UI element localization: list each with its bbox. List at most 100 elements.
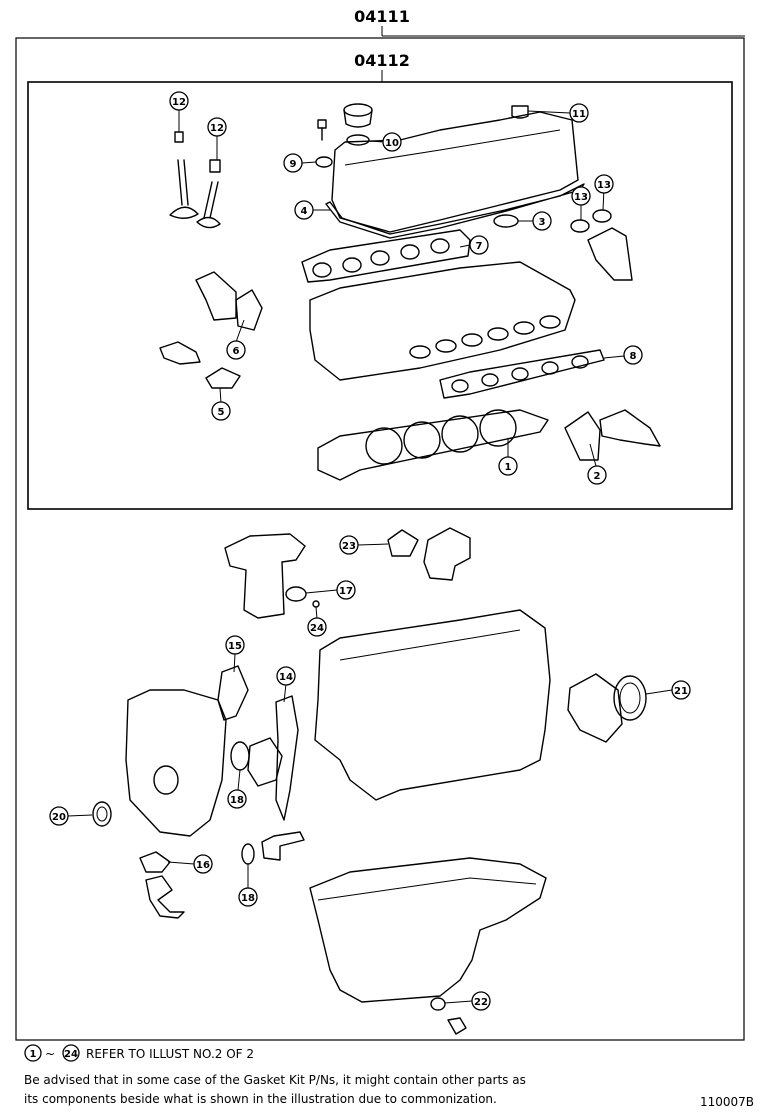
inlet-small-seal-24 bbox=[312, 600, 320, 608]
callout-10: 10 bbox=[382, 132, 402, 152]
grommet-9 bbox=[315, 156, 333, 168]
callout-18a: 18 bbox=[227, 789, 247, 809]
figure-code: 110007B bbox=[700, 1095, 754, 1109]
cylinder-block bbox=[314, 609, 551, 801]
legend-range: 1 ~ 24 REFER TO ILLUST NO.2 OF 2 bbox=[24, 1044, 254, 1062]
filler-gasket bbox=[346, 134, 370, 146]
svg-text:15: 15 bbox=[228, 641, 242, 652]
callout-24: 24 bbox=[307, 617, 327, 637]
timing-gasket-14 bbox=[275, 695, 299, 821]
callout-1: 1 bbox=[498, 456, 518, 476]
svg-text:1: 1 bbox=[505, 462, 512, 473]
callout-13a: 13 bbox=[571, 186, 591, 206]
inner-kit-frame bbox=[27, 81, 733, 510]
intake-valve bbox=[169, 131, 199, 219]
legend-range-sep: ~ bbox=[45, 1047, 55, 1061]
svg-text:18: 18 bbox=[230, 795, 244, 806]
leader-lines bbox=[67, 110, 673, 1004]
exhaust-ring-left bbox=[570, 219, 590, 233]
callout-21: 21 bbox=[671, 680, 691, 700]
water-outlet bbox=[599, 409, 661, 447]
callout-8: 8 bbox=[623, 345, 643, 365]
sensor-body bbox=[159, 341, 201, 365]
oil-filler-cap bbox=[343, 103, 373, 128]
thermostat-housing bbox=[195, 271, 237, 321]
svg-text:6: 6 bbox=[233, 346, 240, 357]
grommet-3 bbox=[493, 214, 519, 228]
svg-text:8: 8 bbox=[630, 351, 637, 362]
callout-13b: 13 bbox=[594, 174, 614, 194]
callout-7: 7 bbox=[469, 235, 489, 255]
svg-text:7: 7 bbox=[476, 241, 483, 252]
pump-gasket-23 bbox=[387, 529, 419, 557]
outer-kit-number: 04111 bbox=[354, 7, 410, 26]
callout-22: 22 bbox=[471, 991, 491, 1011]
svg-text:4: 4 bbox=[301, 206, 308, 217]
svg-text:5: 5 bbox=[218, 407, 225, 418]
callout-15: 15 bbox=[225, 635, 245, 655]
drain-plug-gasket bbox=[430, 997, 446, 1011]
svg-text:13: 13 bbox=[574, 192, 588, 203]
legend-range-start: 1 bbox=[30, 1049, 37, 1060]
exhaust-ring-right bbox=[592, 209, 612, 223]
timing-cover bbox=[125, 689, 227, 837]
callout-14: 14 bbox=[276, 666, 296, 686]
cylinder-head bbox=[309, 261, 576, 381]
svg-text:3: 3 bbox=[539, 217, 546, 228]
advisory-line-2: its components beside what is shown in t… bbox=[24, 1092, 497, 1106]
sensor-gasket bbox=[205, 367, 241, 389]
inlet-o-ring-17 bbox=[285, 586, 307, 602]
svg-text:22: 22 bbox=[474, 997, 488, 1008]
svg-text:14: 14 bbox=[279, 672, 293, 683]
plug-seal-11 bbox=[511, 105, 529, 119]
svg-text:18: 18 bbox=[241, 893, 255, 904]
svg-text:12: 12 bbox=[210, 123, 224, 134]
svg-text:11: 11 bbox=[572, 109, 586, 120]
svg-text:17: 17 bbox=[339, 586, 353, 597]
exhaust-port-row bbox=[409, 315, 561, 359]
exhaust-pipe-flange bbox=[587, 227, 633, 281]
timing-gasket-15 bbox=[217, 665, 249, 721]
oil-strainer bbox=[145, 875, 185, 919]
callout-3: 3 bbox=[532, 211, 552, 231]
inner-kit-number: 04112 bbox=[354, 51, 410, 70]
callout-5: 5 bbox=[211, 401, 231, 421]
svg-text:16: 16 bbox=[196, 860, 210, 871]
svg-text:13: 13 bbox=[597, 180, 611, 191]
water-inlet-housing bbox=[224, 533, 306, 619]
exhaust-valve bbox=[196, 159, 221, 229]
svg-text:21: 21 bbox=[674, 686, 688, 697]
callout-9: 9 bbox=[283, 153, 303, 173]
svg-text:24: 24 bbox=[310, 623, 324, 634]
rear-oil-seal bbox=[613, 675, 647, 721]
svg-text:23: 23 bbox=[342, 541, 356, 552]
callout-18b: 18 bbox=[238, 887, 258, 907]
svg-text:20: 20 bbox=[52, 812, 66, 823]
pipe-gasket-19 bbox=[241, 843, 255, 865]
drain-plug bbox=[447, 1017, 467, 1035]
callout-17: 17 bbox=[336, 580, 356, 600]
svg-text:12: 12 bbox=[172, 97, 186, 108]
water-pump bbox=[247, 737, 283, 787]
water-pump-gasket bbox=[230, 741, 250, 771]
svg-text:10: 10 bbox=[385, 138, 399, 149]
strainer-gasket bbox=[139, 851, 171, 873]
water-outlet-gasket bbox=[564, 411, 601, 461]
legend-text: REFER TO ILLUST NO.2 OF 2 bbox=[86, 1047, 254, 1061]
oil-pan bbox=[309, 857, 547, 1003]
svg-text:9: 9 bbox=[290, 159, 297, 170]
callout-11: 11 bbox=[569, 103, 589, 123]
callout-6: 6 bbox=[226, 340, 246, 360]
callout-2: 2 bbox=[587, 465, 607, 485]
advisory-line-1: Be advised that in some case of the Gask… bbox=[24, 1073, 526, 1087]
rear-seal-retainer bbox=[567, 673, 623, 743]
callout-12b: 12 bbox=[207, 117, 227, 137]
thermostat-gasket bbox=[235, 289, 263, 331]
cover-bolt bbox=[317, 119, 327, 141]
head-cover-gasket bbox=[325, 183, 585, 239]
callout-16: 16 bbox=[193, 854, 213, 874]
callout-23: 23 bbox=[339, 535, 359, 555]
intake-manifold-gasket bbox=[301, 229, 471, 283]
fuel-pump bbox=[423, 527, 471, 581]
